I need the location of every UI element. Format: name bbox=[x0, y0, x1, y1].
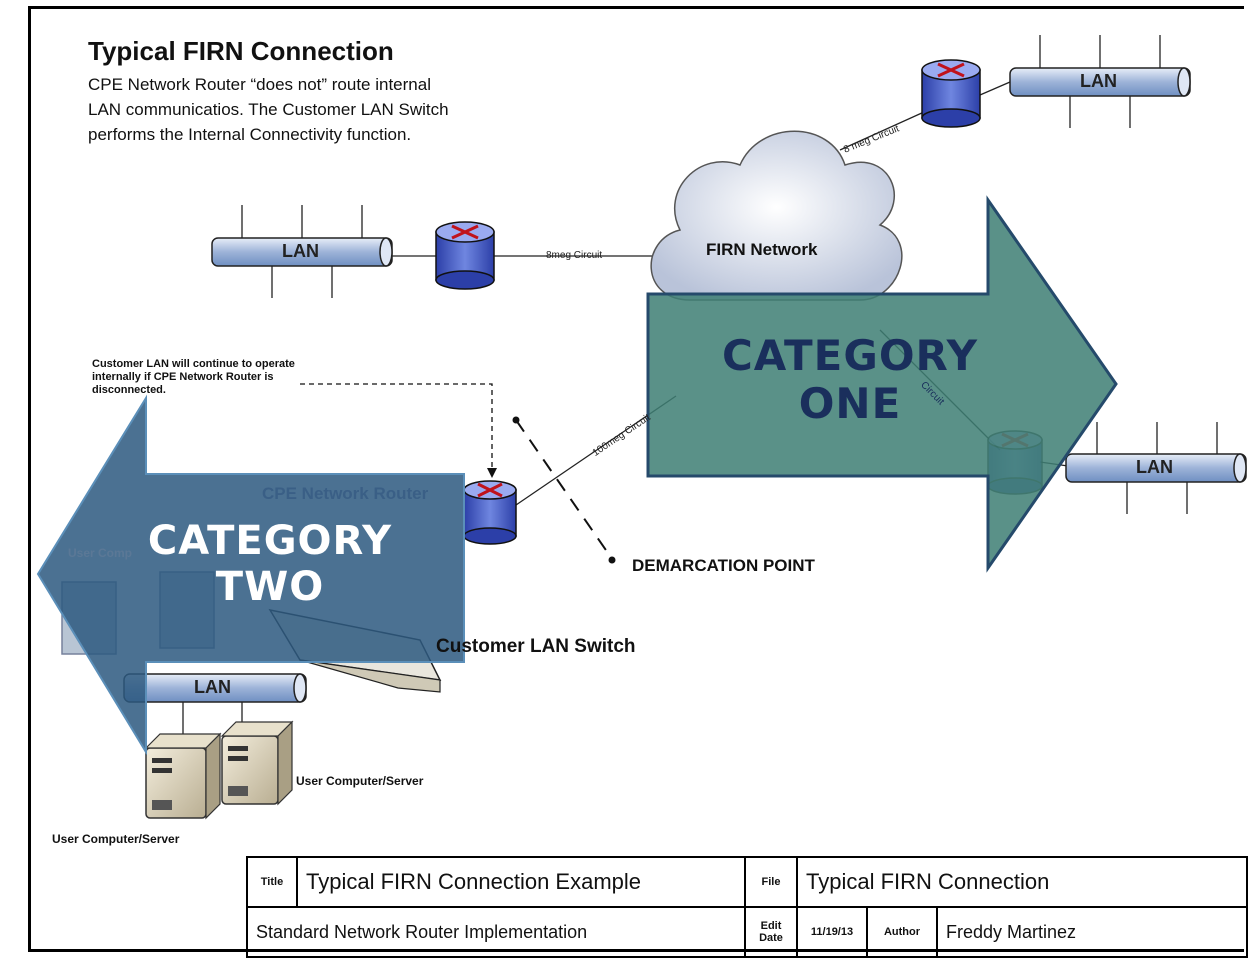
title-value: Typical FIRN Connection Example bbox=[296, 856, 746, 908]
circuit-left-label: 8meg Circuit bbox=[546, 250, 603, 261]
user-computer-a bbox=[144, 732, 222, 820]
lan-left-bus bbox=[211, 237, 393, 267]
demarcation-dot-bottom bbox=[608, 556, 616, 564]
category-two-line1: CATEGORY bbox=[147, 518, 393, 564]
category-one-arrow bbox=[646, 195, 1118, 573]
category-two-line2: TWO bbox=[215, 564, 325, 610]
cpe-router-label: CPE Network Router bbox=[262, 484, 429, 503]
firn-cloud bbox=[650, 130, 903, 301]
connection-lines bbox=[182, 35, 1218, 745]
lan-right-label: LAN bbox=[1136, 457, 1173, 477]
category-two-label: CATEGORY TWO bbox=[110, 518, 430, 610]
lan-top-right-label: LAN bbox=[1080, 71, 1117, 91]
file-value: Typical FIRN Connection bbox=[796, 856, 1248, 908]
router-left bbox=[435, 221, 495, 290]
title-block: Title Typical FIRN Connection Example Fi… bbox=[246, 856, 1248, 958]
user-computer-a-label: User Computer/Server bbox=[52, 832, 180, 846]
lan-continuity-note: Customer LAN will continue to operate in… bbox=[92, 358, 295, 396]
lan-left-label: LAN bbox=[282, 241, 319, 261]
category-one-label: CATEGORY ONE bbox=[700, 332, 1000, 428]
lan-right-bus bbox=[1065, 453, 1247, 483]
router-top-right bbox=[921, 59, 981, 128]
router-cpe bbox=[463, 480, 517, 545]
author-key: Author bbox=[866, 906, 938, 958]
category-one-line1: CATEGORY bbox=[721, 331, 979, 380]
category-one-line2: ONE bbox=[798, 379, 902, 428]
faded-user-computer-label: User Comp bbox=[68, 546, 133, 560]
lan-bottom-bus bbox=[123, 673, 307, 703]
note-pointer-head bbox=[487, 468, 497, 478]
title-key: Title bbox=[246, 856, 298, 908]
firn-network-label: FIRN Network bbox=[706, 240, 818, 259]
demarcation-line bbox=[515, 419, 611, 557]
file-key: File bbox=[744, 856, 798, 908]
demarcation-point-label: DEMARCATION POINT bbox=[632, 556, 815, 575]
diagram-title: Typical FIRN Connection bbox=[88, 36, 394, 66]
edit-date-value: 11/19/13 bbox=[796, 906, 868, 958]
lan-bottom-label: LAN bbox=[194, 677, 231, 697]
customer-switch-label: Customer LAN Switch bbox=[436, 636, 636, 657]
note-pointer bbox=[300, 383, 493, 470]
user-computer-b-label: User Computer/Server bbox=[296, 774, 424, 788]
author-value: Freddy Martinez bbox=[936, 906, 1248, 958]
edit-date-key: Edit Date bbox=[744, 906, 798, 958]
demarcation-dot-top bbox=[512, 416, 520, 424]
category-two-arrow bbox=[36, 394, 465, 756]
user-computer-b bbox=[220, 720, 294, 806]
lan-top-right-bus bbox=[1009, 67, 1191, 97]
diagram-description: CPE Network Router “does not” route inte… bbox=[88, 75, 449, 144]
subtitle-value: Standard Network Router Implementation bbox=[246, 906, 746, 958]
